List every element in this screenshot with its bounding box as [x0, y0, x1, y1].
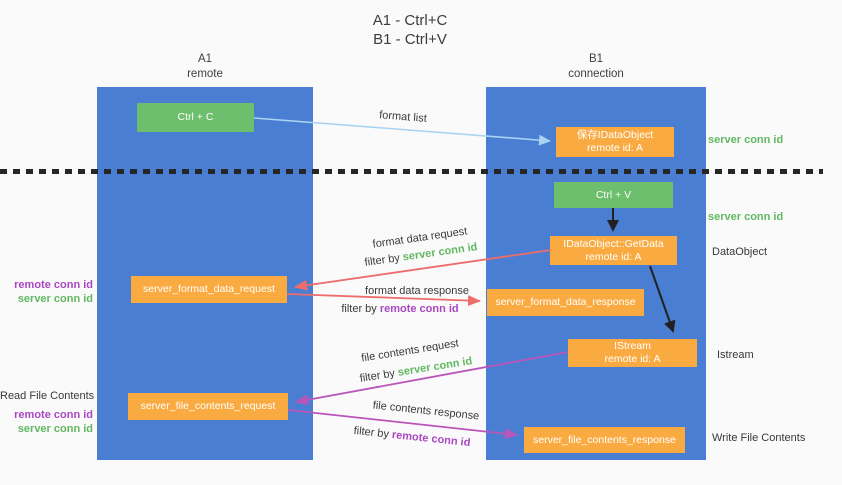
node-ctrl-c: Ctrl + C [137, 103, 254, 132]
left-label-group-format: remote conn id server conn id [0, 278, 93, 306]
left-label-server-conn-id-mid: server conn id [17, 293, 93, 305]
node-server-file-contents-response-label: server_file_contents_response [532, 433, 676, 446]
left-label-read-file-contents: Read File Contents [0, 390, 95, 402]
node-idataobject-getdata-line2: remote id: A [585, 250, 642, 263]
node-server-file-contents-request-label: server_file_contents_request [140, 400, 276, 412]
title-line-1: A1 - Ctrl+C [372, 12, 448, 29]
node-istream-line1: IStream [614, 340, 651, 352]
column-a1-name: A1 [197, 53, 213, 65]
right-label-server-conn-id-top: server conn id [708, 134, 784, 146]
session-separator-dotted-line [0, 169, 823, 174]
node-idataobject-getdata: IDataObject::GetData remote id: A [550, 236, 677, 265]
left-label-server-conn-id-bot: server conn id [17, 423, 93, 435]
label-format-data-response: format data response [365, 285, 469, 297]
filter-by-text: filter by [353, 424, 390, 441]
node-server-file-contents-response: server_file_contents_response [524, 427, 685, 453]
left-label-group-file: Read File Contents remote conn id server… [0, 389, 95, 436]
column-a1-subtitle: remote [187, 68, 223, 80]
right-label-write-file-contents: Write File Contents [712, 432, 806, 444]
label-file-contents-response: file contents response [372, 399, 480, 423]
right-label-server-conn-id-mid: server conn id [708, 211, 784, 223]
node-save-idataobject-line2: remote id: A [586, 142, 644, 154]
node-server-format-data-request-label: server_format_data_request [143, 283, 275, 295]
node-ctrl-v-label: Ctrl + V [595, 188, 632, 201]
column-header-b1: B1 connection [526, 52, 666, 82]
filter-by-text: filter by [363, 252, 401, 269]
node-server-file-contents-request: server_file_contents_request [128, 393, 288, 420]
label-format-list: format list [378, 109, 428, 125]
node-istream: IStream remote id: A [568, 339, 697, 367]
node-save-idataobject: 保存IDataObject remote id: A [556, 127, 674, 157]
node-ctrl-c-label: Ctrl + C [177, 111, 214, 123]
diagram-title: A1 - Ctrl+C B1 - Ctrl+V [0, 11, 820, 49]
server-conn-id-text: server conn id [396, 355, 474, 379]
node-server-format-data-response: server_format_data_response [487, 289, 644, 316]
node-ctrl-v: Ctrl + V [554, 182, 673, 208]
left-label-remote-conn-id-mid: remote conn id [14, 279, 93, 291]
node-idataobject-getdata-line1: IDataObject::GetData [563, 237, 664, 250]
filter-by-text: filter by [341, 303, 377, 315]
node-server-format-data-request: server_format_data_request [131, 276, 287, 303]
remote-conn-id-text: remote conn id [379, 303, 459, 315]
right-label-dataobject: DataObject [712, 246, 768, 258]
remote-conn-id-text: remote conn id [391, 428, 471, 450]
left-label-remote-conn-id-bot: remote conn id [14, 409, 93, 421]
node-server-format-data-response-label: server_format_data_response [495, 296, 636, 308]
column-b1-subtitle: connection [568, 68, 624, 80]
node-istream-line2: remote id: A [604, 353, 661, 365]
column-header-a1: A1 remote [135, 52, 275, 82]
node-save-idataobject-line1: 保存IDataObject [576, 129, 654, 141]
title-line-2: B1 - Ctrl+V [373, 31, 447, 48]
filter-by-text: filter by [358, 367, 396, 385]
column-b1-name: B1 [588, 53, 604, 65]
right-label-istream: Istream [717, 349, 754, 361]
